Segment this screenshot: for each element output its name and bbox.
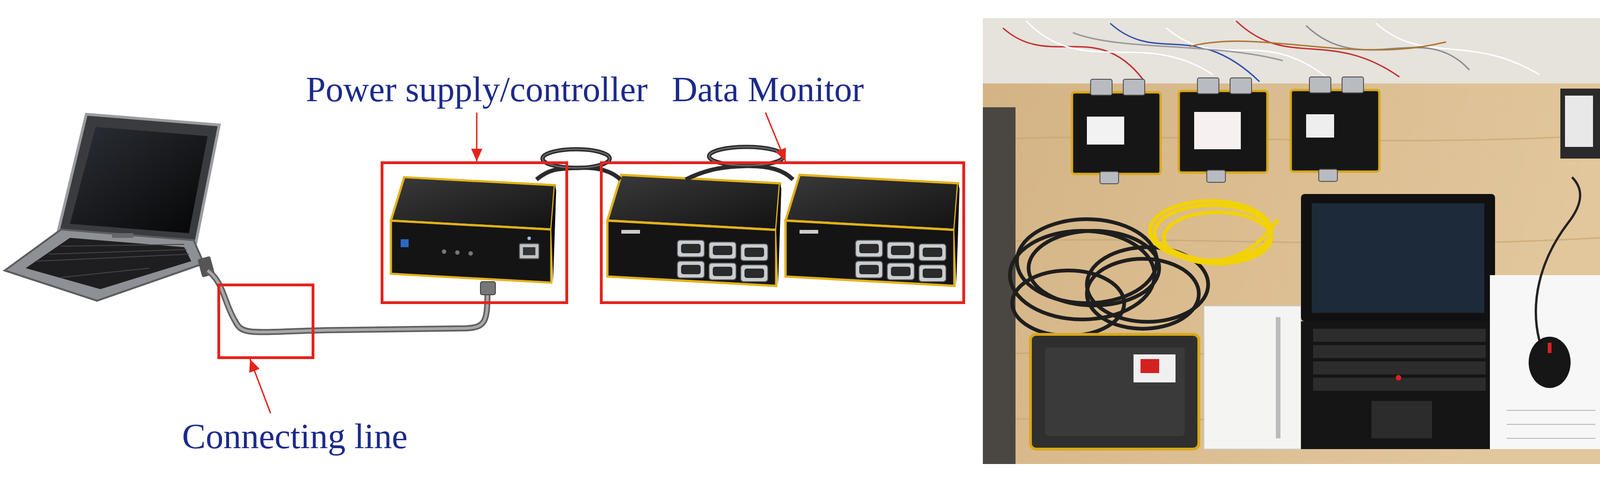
callout-frame: Power supply/controller bbox=[380, 161, 569, 305]
callout-frame: Data Monitor bbox=[599, 161, 966, 305]
leader-arrow bbox=[476, 112, 478, 162]
callout-label: Data Monitor bbox=[671, 69, 864, 110]
callout-label: Power supply/controller bbox=[306, 69, 648, 110]
callout-label: Connecting line bbox=[181, 416, 408, 457]
callout-frame: Connecting line bbox=[217, 283, 315, 360]
leader-arrow bbox=[250, 359, 271, 414]
leader-arrow bbox=[765, 112, 786, 162]
